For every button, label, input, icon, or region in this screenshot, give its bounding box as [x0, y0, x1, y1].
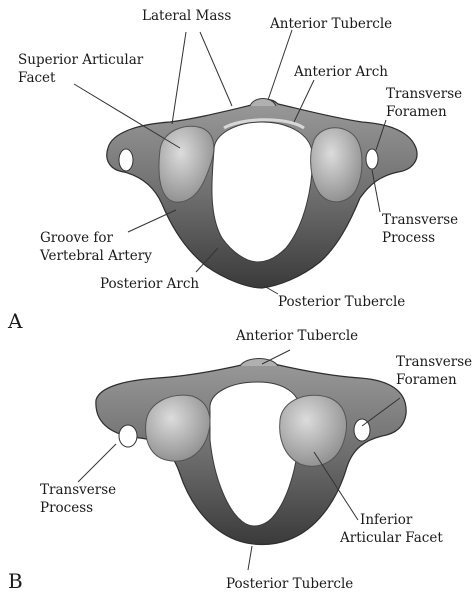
label-lateral-mass: Lateral Mass — [142, 8, 231, 25]
label-superior-articular-facet-line2: Facet — [18, 70, 55, 87]
label-posterior-arch: Posterior Arch — [100, 276, 199, 293]
label-posterior-tubercle-b: Posterior Tubercle — [226, 576, 353, 593]
label-posterior-tubercle-a: Posterior Tubercle — [278, 294, 405, 311]
vertebra-a-right-facet — [311, 128, 362, 202]
vertebra-a-left-transverse-foramen — [119, 149, 133, 171]
label-transverse-foramen-a-line1: Transverse — [386, 86, 462, 103]
label-transverse-process-b-line1: Transverse — [40, 482, 116, 499]
label-transverse-process-a-line1: Transverse — [382, 212, 458, 229]
label-transverse-process-b-line2: Process — [40, 500, 93, 517]
vertebra-a — [107, 99, 417, 289]
label-superior-articular-facet-line1: Superior Articular — [18, 52, 143, 69]
label-anterior-tubercle-a: Anterior Tubercle — [270, 16, 392, 33]
label-groove-line2: Vertebral Artery — [40, 248, 152, 265]
panel-letter-b: B — [8, 570, 23, 592]
label-anterior-tubercle-b: Anterior Tubercle — [236, 328, 358, 345]
label-transverse-foramen-a-line2: Foramen — [386, 104, 447, 121]
vertebra-a-anterior-tubercle — [250, 99, 276, 107]
vertebra-b-right-facet — [280, 395, 347, 466]
vertebra-a-right-transverse-foramen — [366, 149, 378, 169]
vertebra-b-left-transverse-foramen — [119, 425, 137, 447]
label-transverse-foramen-b-line1: Transverse — [396, 354, 472, 371]
label-anterior-arch: Anterior Arch — [294, 64, 388, 81]
label-inferior-articular-facet-line1: Inferior — [360, 512, 412, 529]
label-groove-line1: Groove for — [40, 230, 113, 247]
label-inferior-articular-facet-line2: Articular Facet — [340, 530, 443, 547]
vertebra-b-anterior-tubercle — [240, 359, 278, 367]
panel-letter-a: A — [8, 310, 22, 332]
label-transverse-foramen-b-line2: Foramen — [396, 372, 457, 389]
label-transverse-process-a-line2: Process — [382, 230, 435, 247]
